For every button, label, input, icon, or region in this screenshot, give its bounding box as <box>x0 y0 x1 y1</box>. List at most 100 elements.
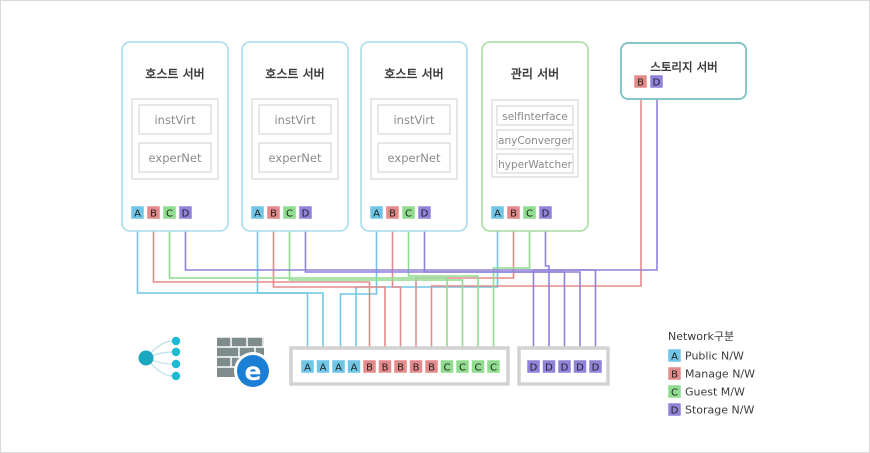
port-A: A <box>490 205 505 220</box>
port-C: C <box>401 205 416 220</box>
storage-switch-port-D-box <box>588 359 603 374</box>
server-4: 관리 서버selfInterfaceanyConvergerhyperWatch… <box>481 41 589 232</box>
legend-swatch-B-letter: B <box>671 370 678 381</box>
storage-port-B-letter: B <box>637 78 644 89</box>
port-C: C <box>522 205 537 220</box>
storage-switch-port-D: D <box>526 359 541 374</box>
server-title: 호스트 서버 <box>145 66 204 81</box>
port-B-letter: B <box>389 209 396 220</box>
port-D-letter: D <box>421 209 429 220</box>
switch-port-B-letter: B <box>428 363 435 374</box>
wire-B-8 <box>430 90 642 360</box>
switch-port-C-box <box>471 359 485 374</box>
storage-port-D-letter: D <box>653 78 661 89</box>
legend-label-C: Guest M/W <box>685 386 745 399</box>
port-B-box <box>266 205 281 220</box>
port-B-letter: B <box>510 209 517 220</box>
port-D-box <box>298 205 313 220</box>
legend-swatch-B: B <box>667 366 682 381</box>
wire-D-13 <box>184 219 597 360</box>
port-B-letter: B <box>150 209 157 220</box>
server-title: 호스트 서버 <box>265 66 324 81</box>
port-C-box <box>282 205 297 220</box>
port-C-letter: C <box>526 209 533 220</box>
storage-switch-port-D: D <box>588 359 603 374</box>
network-hub-icon <box>138 336 181 381</box>
port-B: B <box>266 205 281 220</box>
module-box <box>496 105 574 126</box>
port-B-letter: B <box>270 209 277 220</box>
storage-port-D-box <box>649 74 664 89</box>
port-C-letter: C <box>405 209 412 220</box>
storage-switch-port-D-letter: D <box>530 363 538 374</box>
switch-port-B-letter: B <box>413 363 420 374</box>
port-A-box <box>130 205 145 220</box>
legend-swatch-A-letter: A <box>671 352 678 363</box>
port-B: B <box>385 205 400 220</box>
port-D: D <box>417 205 432 220</box>
switch-port-B-box <box>409 359 423 374</box>
port-B-box <box>146 205 161 220</box>
module-box <box>258 104 332 135</box>
storage-switch-port-D: D <box>542 359 556 374</box>
legend-label-D: Storage N/W <box>685 404 754 417</box>
module-label-experNet: experNet <box>388 151 441 165</box>
switch-port-B-letter: B <box>382 363 389 374</box>
switch-port-B: B <box>362 359 377 374</box>
module-box <box>377 104 451 135</box>
switch-port-C-letter: C <box>459 363 466 374</box>
legend-swatch-B-box <box>667 366 682 381</box>
module-label-hyperWatcher: hyperWatcher <box>498 159 572 171</box>
switch-port-C: C <box>471 359 485 374</box>
port-B: B <box>146 205 161 220</box>
storage-switch-port-D-letter: D <box>545 363 553 374</box>
wire-A-0 <box>136 219 309 360</box>
switch-port-C-letter: C <box>444 363 451 374</box>
switch-port-B-letter: B <box>366 363 373 374</box>
module-label-experNet: experNet <box>149 151 202 165</box>
switch-port-C-box <box>455 359 470 374</box>
module-box <box>377 142 451 173</box>
storage-switch-port-D-letter: D <box>576 363 584 374</box>
port-D: D <box>298 205 313 220</box>
module-box <box>138 104 212 135</box>
port-B: B <box>506 205 521 220</box>
wire-B-4 <box>152 219 371 360</box>
switch-port-A-letter: A <box>320 363 327 374</box>
legend-swatch-D-box <box>667 402 682 417</box>
switch-port-B-box <box>378 359 392 374</box>
port-A-letter: A <box>373 209 380 220</box>
port-C: C <box>282 205 297 220</box>
storage-switch-port-D-box <box>557 359 572 374</box>
switch-port-A: A <box>316 359 330 374</box>
wire-layer <box>136 90 658 360</box>
port-C-letter: C <box>166 209 173 220</box>
hub-center <box>138 350 154 366</box>
legend-swatch-A-box <box>667 348 682 363</box>
port-D-letter: D <box>542 209 550 220</box>
module-box <box>496 129 574 150</box>
module-label-experNet: experNet <box>269 151 322 165</box>
switch-port-B-box <box>362 359 377 374</box>
storage-port-D: D <box>649 74 664 89</box>
port-D-box <box>417 205 432 220</box>
storage-port-B: B <box>633 74 648 89</box>
legend-swatch-A: A <box>667 348 682 363</box>
port-D: D <box>538 205 553 220</box>
module-label-anyConverger: anyConverger <box>498 135 573 147</box>
switch-port-A-letter: A <box>351 363 358 374</box>
hub-node <box>171 336 181 346</box>
legend-label-A: Public N/W <box>685 350 744 363</box>
switch-port-C: C <box>440 359 454 374</box>
wire-B-6 <box>391 219 402 360</box>
switch-port-A-box <box>316 359 330 374</box>
wire-C-10 <box>288 219 464 360</box>
storage-switch-port-D-letter: D <box>592 363 600 374</box>
port-D-letter: D <box>182 209 190 220</box>
